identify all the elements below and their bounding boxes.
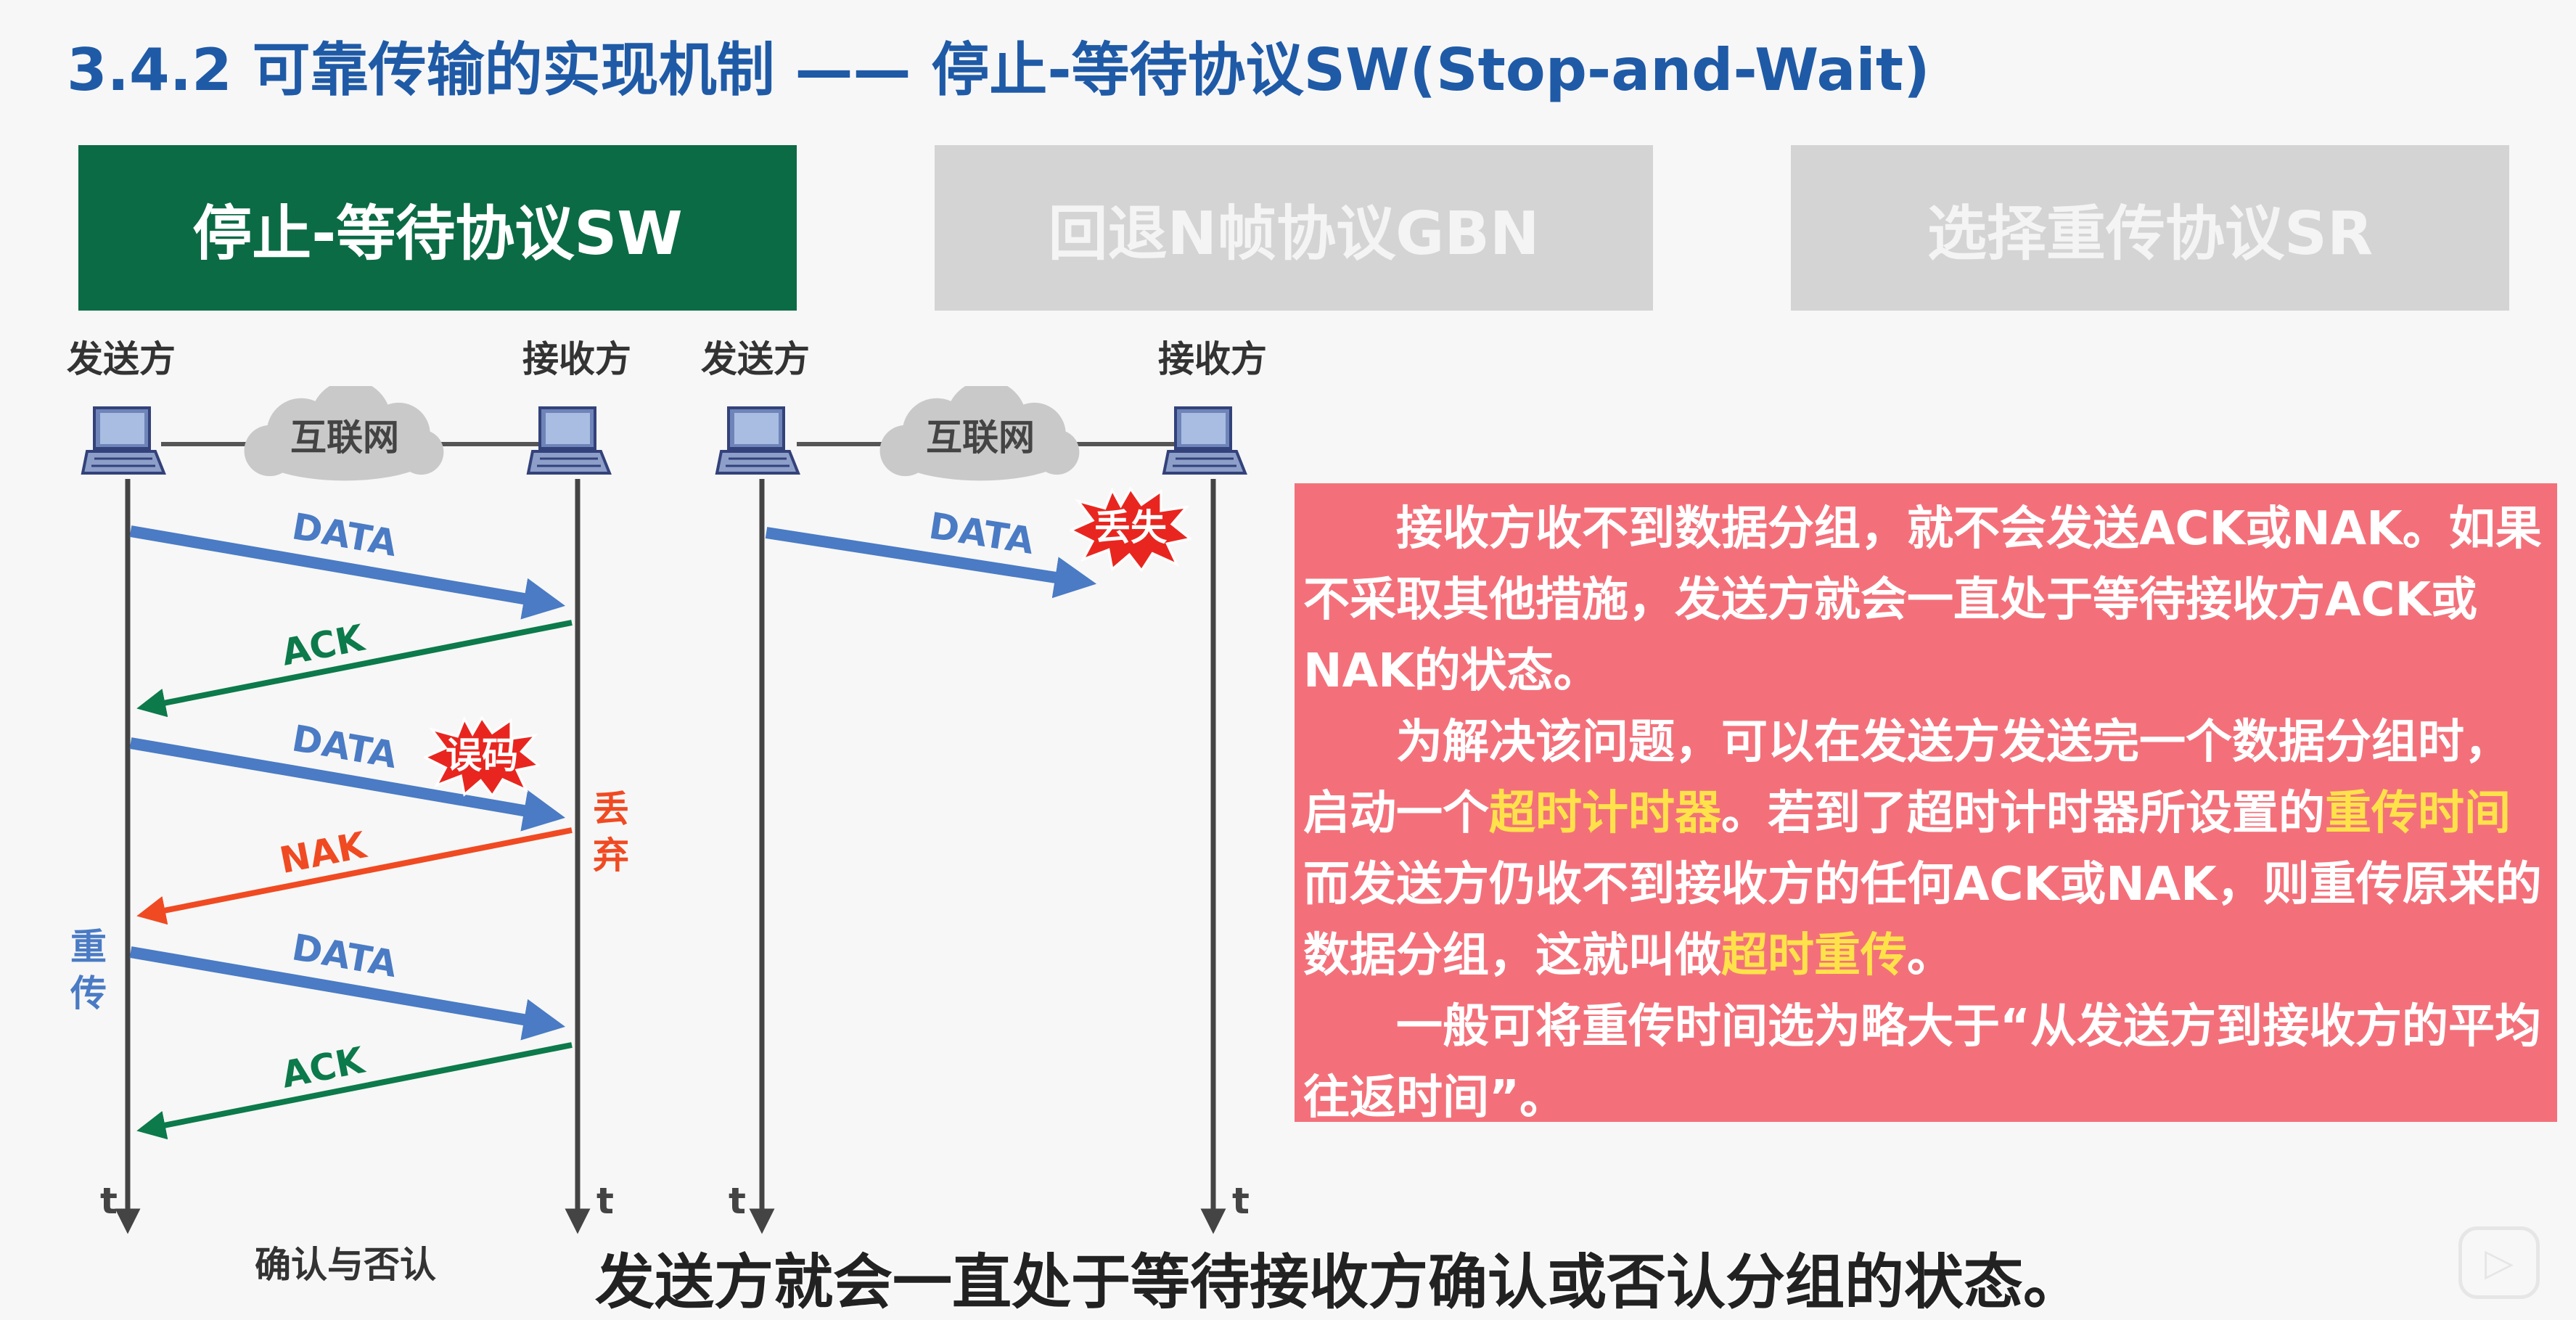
receiver-label-2: 接收方 <box>1158 338 1267 380</box>
tab-stop-and-wait[interactable]: 停止-等待协议SW <box>78 145 797 311</box>
time-label-left-1: t <box>100 1180 118 1222</box>
data-arrow-1 <box>129 525 566 620</box>
sender-laptop-icon <box>81 406 165 475</box>
highlight-retransmit-time: 重传时间 <box>2325 787 2511 840</box>
note-text: 而发送方仍收不到接收方的任何ACK或NAK，则重传原来的数据分组，这就叫做 <box>1303 858 2542 983</box>
receiver-laptop-icon-2 <box>1162 406 1247 475</box>
note-text: 。若到了超时计时器所设置的 <box>1721 787 2325 840</box>
retransmit-label: 重传 <box>70 926 107 1014</box>
data-arrow-3 <box>129 946 566 1041</box>
tab-selective-repeat[interactable]: 选择重传协议SR <box>1791 145 2509 311</box>
note-paragraph-2: 为解决该问题，可以在发送方发送完一个数据分组时，启动一个超时计时器。若到了超时计… <box>1303 707 2543 991</box>
ack-arrow-2 <box>136 1042 573 1140</box>
ack-arrow-1 <box>136 620 573 718</box>
network-label-2: 互联网 <box>926 417 1035 459</box>
sender-laptop-icon-2 <box>715 406 800 475</box>
nak-arrow <box>136 827 573 925</box>
note-paragraph-1: 接收方收不到数据分组，就不会发送ACK或NAK。如果不采取其他措施，发送方就会一… <box>1303 502 2542 698</box>
lost-badge-label: 丢失 <box>1094 507 1168 549</box>
time-label-left-2: t <box>729 1180 746 1222</box>
diagram-ack-nak: 发送方 接收方 互联网 DATA ACK DATA 误码 丢弃 NAK 重传 D… <box>67 338 631 1286</box>
explanation-box: 接收方收不到数据分组，就不会发送ACK或NAK。如果不采取其他措施，发送方就会一… <box>1295 483 2557 1125</box>
lost-data-arrow <box>765 527 1097 599</box>
network-label: 互联网 <box>290 417 399 459</box>
data-arrow-2 <box>129 737 566 832</box>
highlight-timeout-timer: 超时计时器 <box>1489 787 1721 840</box>
diagram-lost-data: 发送方 接收方 互联网 DATA 丢失 t t <box>701 338 1267 1234</box>
diagram-caption: 确认与否认 <box>255 1244 436 1286</box>
lost-data-label: DATA <box>926 504 1037 562</box>
note-text: 为解决该问题，可以在发送方发送完一个数据分组时，启动一个 <box>1303 716 2511 840</box>
page-title: 3.4.2 可靠传输的实现机制 —— 停止-等待协议SW(Stop-and-Wa… <box>67 36 1930 104</box>
play-icon: ▷ <box>2485 1241 2514 1284</box>
video-subtitle: 发送方就会一直处于等待接收方确认或否认分组的状态。 <box>595 1248 2083 1317</box>
play-button[interactable]: ▷ <box>2458 1226 2540 1299</box>
discard-label-1: 丢弃 <box>593 788 629 877</box>
error-badge-label: 误码 <box>446 734 518 776</box>
time-label-right-2: t <box>1232 1180 1250 1222</box>
sender-label: 发送方 <box>67 338 176 380</box>
tab-go-back-n[interactable]: 回退N帧协议GBN <box>935 145 1653 311</box>
highlight-timeout-retransmit: 超时重传 <box>1721 929 1907 983</box>
receiver-label: 接收方 <box>522 338 631 380</box>
time-label-right-1: t <box>596 1180 614 1222</box>
note-text: 。 <box>1907 929 1953 983</box>
receiver-laptop-icon <box>527 406 611 475</box>
protocol-diagrams: 发送方 接收方 互联网 DATA ACK DATA 误码 丢弃 NAK 重传 D… <box>67 338 1267 1286</box>
note-paragraph-3: 一般可将重传时间选为略大于“从发送方到接收方的平均往返时间”。 <box>1303 1000 2542 1125</box>
sender-label-2: 发送方 <box>701 338 810 380</box>
